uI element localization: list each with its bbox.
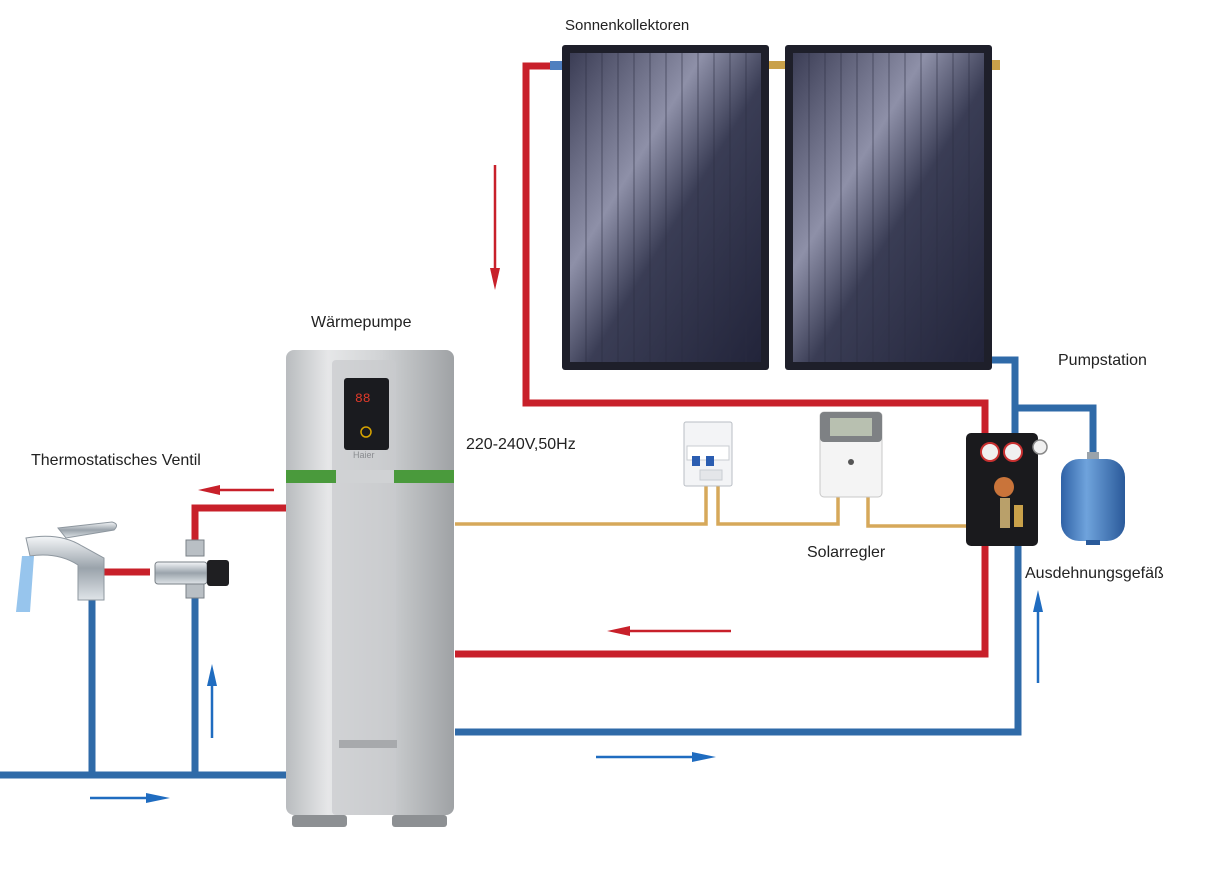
pump-gauge-left <box>980 442 1000 462</box>
collector-link-fitting <box>767 61 785 69</box>
label-voltage: 220-240V,50Hz <box>466 436 576 453</box>
heat-pump-handle <box>339 740 397 748</box>
circuit-breaker <box>683 421 733 487</box>
faucet-handle <box>57 521 118 539</box>
faucet <box>16 521 118 612</box>
expansion-vessel <box>1061 452 1125 545</box>
wire-heatpump-to-breaker <box>455 480 708 526</box>
hot-pipes <box>100 62 989 658</box>
heat-pump-foot-right <box>392 815 447 827</box>
pump-gauge-right <box>1003 442 1023 462</box>
arrow-right-blue-return <box>596 752 716 762</box>
faucet-spout <box>25 535 105 601</box>
solar-collectors <box>550 45 1000 370</box>
hot-pipe-pumpstation-to-heatpump <box>455 545 989 658</box>
signal-wires <box>455 480 968 528</box>
cold-pipe-to-expansion-vessel <box>1015 404 1097 455</box>
flow-arrows <box>90 165 1043 803</box>
collector-panel-right <box>785 45 992 370</box>
label-pump-station: Pumpstation <box>1058 352 1147 369</box>
cold-pipes <box>0 356 1097 779</box>
label-thermostatic-valve: Thermostatisches Ventil <box>31 452 201 469</box>
controller-screen <box>830 418 872 436</box>
heat-pump-foot-left <box>292 815 347 827</box>
pump-gauge-side <box>1032 439 1048 455</box>
heat-pump-display: 88 <box>355 391 371 406</box>
heat-pump-brand: Haier <box>353 450 375 460</box>
valve-knob <box>207 560 229 586</box>
arrow-right-blue-supply <box>90 793 170 803</box>
arrow-up-blue-right <box>1033 590 1043 683</box>
cold-pipe-pumpstation-to-heatpump <box>455 545 1022 736</box>
arrow-up-blue-valve <box>207 664 217 738</box>
heat-pump-knob <box>360 426 372 438</box>
arrow-left-red-bottom <box>607 626 731 636</box>
wire-controller-to-pumpstation <box>866 497 968 528</box>
hot-pipe-heatpump-to-valve <box>191 504 286 540</box>
controller-button <box>848 459 854 465</box>
collector-inlet-fitting <box>550 61 562 70</box>
arrow-left-red-top <box>198 485 274 495</box>
heat-pump-unit: 88 Haier <box>286 350 454 827</box>
heat-pump-control-panel <box>344 378 389 450</box>
wire-breaker-to-controller <box>716 480 840 526</box>
collector-panel-left <box>562 45 769 370</box>
collector-outlet-fitting <box>990 60 1000 70</box>
arrow-down-red <box>490 165 500 290</box>
label-heat-pump: Wärmepumpe <box>311 314 412 331</box>
label-expansion-vessel: Ausdehnungsgefäß <box>1025 565 1164 582</box>
hot-pipe-collector-to-pumpstation <box>522 62 989 435</box>
pump-motor <box>994 477 1014 497</box>
label-solar-collectors: Sonnenkollektoren <box>565 17 690 34</box>
solar-controller-device <box>819 411 883 498</box>
cold-pipe-collector-return <box>985 356 1019 435</box>
pump-station <box>966 433 1048 546</box>
thermostatic-valve <box>154 539 229 599</box>
label-solar-controller: Solarregler <box>807 544 886 561</box>
faucet-water-stream <box>16 556 34 612</box>
